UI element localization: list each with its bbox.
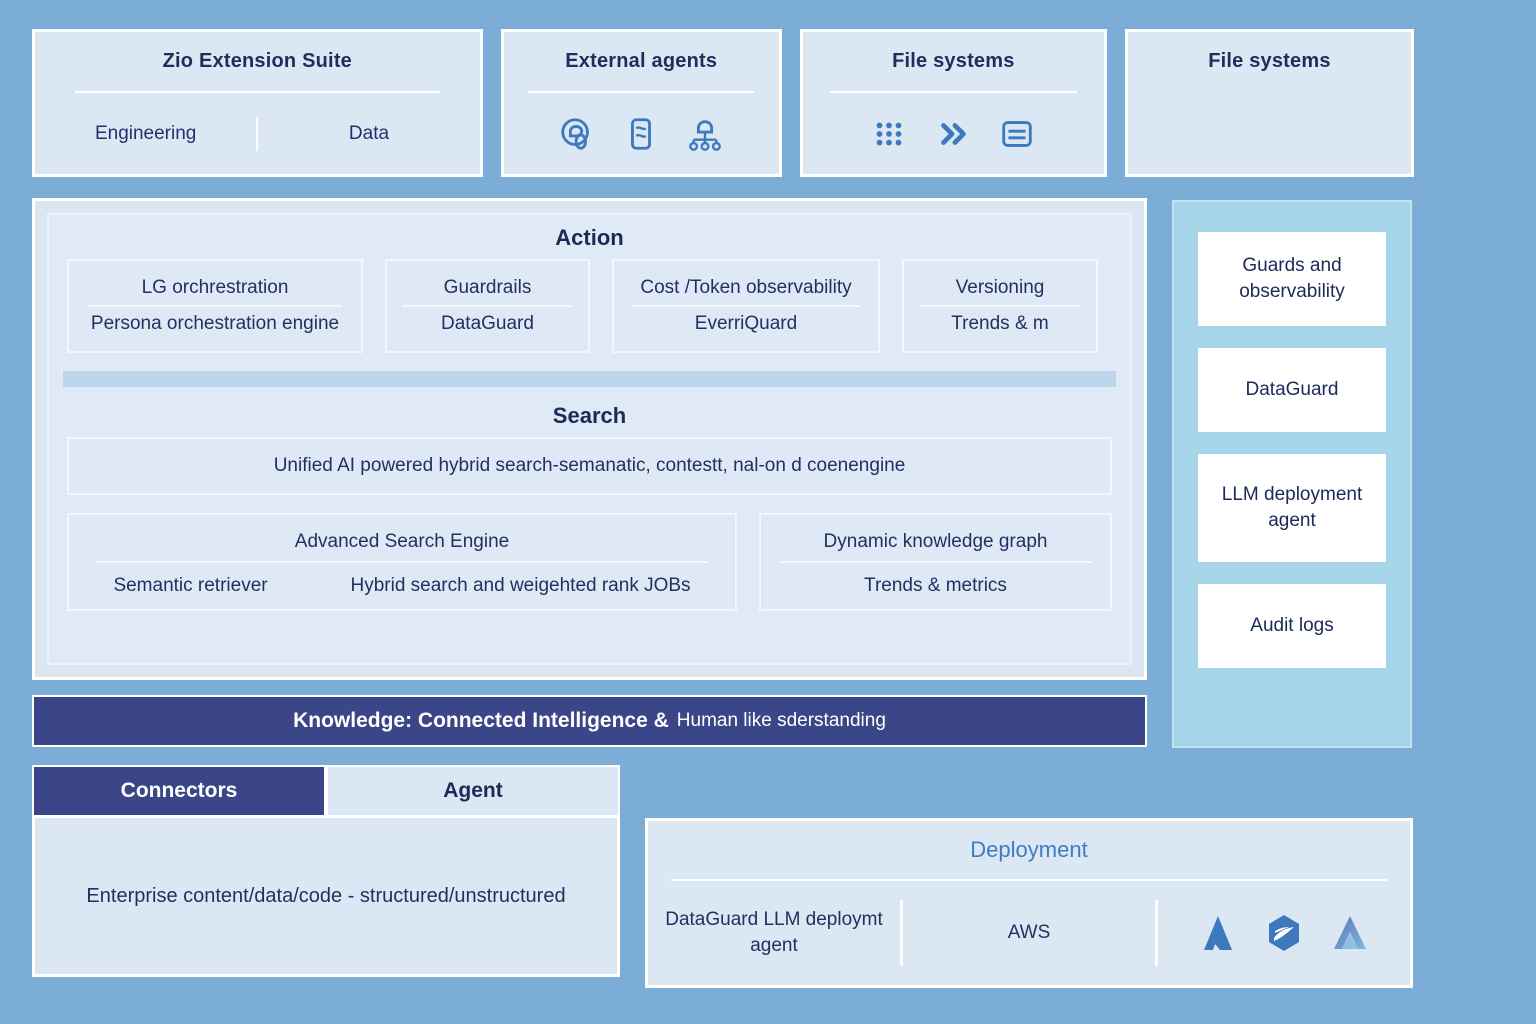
list-card-icon [1002,120,1033,147]
top-card-title: External agents [565,50,718,72]
hierarchy-nodes-icon [689,119,722,151]
action-card-versioning[interactable]: Versioning Trends & m [902,259,1098,353]
search-cards: Advanced Search Engine Semantic retrieve… [67,513,1112,611]
action-section-title: Action [555,225,624,250]
governance-rail: Guards and observability DataGuard LLM d… [1172,200,1412,748]
platform-core-block: Action LG orchrestration Persona orchest… [32,198,1147,680]
top-card-file-systems-2[interactable]: File systems [1124,29,1414,177]
top-card-title: File systems [1208,50,1331,72]
card-top-label: Cost /Token observability [640,277,852,298]
knowledge-bar: Knowledge: Connected Intelligence & Huma… [32,695,1147,747]
unified-search-banner[interactable]: Unified AI powered hybrid search-semanat… [67,437,1112,495]
rail-card-dataguard[interactable]: DataGuard [1198,348,1386,432]
action-card-guardrails[interactable]: Guardrails DataGuard [385,259,590,353]
divider [670,879,1388,881]
deployment-cell-dataguard: DataGuard LLM deploymt agent [665,909,883,956]
card-bottom-label: Trends & m [951,313,1049,334]
dot-grid-icon [876,122,902,145]
top-card-zio-extension-suite[interactable]: Zio Extension Suite Engineering Data [32,29,483,177]
vertical-divider [256,116,259,151]
deployment-panel: Deployment DataGuard LLM deploymt agent … [645,818,1413,988]
card-item: Trends & metrics [864,575,1007,596]
deployment-row: DataGuard LLM deploymt agent AWS [648,881,1410,985]
divider [528,91,755,93]
card-top-label: Guardrails [443,277,532,298]
tab-agent[interactable]: Agent [326,765,620,815]
label-data: Data [348,122,390,144]
top-card-body: Engineering Data [35,93,480,174]
card-items: Trends & metrics [769,563,1102,597]
connectors-body: Enterprise content/data/code - structure… [32,815,620,977]
card-bottom-label: EverriQuard [694,313,798,334]
deployment-logos [1158,911,1410,955]
vertical-divider [900,900,903,966]
card-item: Hybrid search and weigehted rank JOBs [350,575,691,596]
top-card-title: File systems [892,50,1015,72]
label-engineering: Engineering [94,122,197,144]
rail-card-guards-observability[interactable]: Guards and observability [1198,232,1386,326]
gradient-a-logo [1334,916,1366,949]
action-cards: LG orchrestration Persona orchestration … [49,259,1130,367]
action-card-orchestration[interactable]: LG orchrestration Persona orchestration … [67,259,363,353]
divider [829,91,1077,93]
card-bottom-label: DataGuard [441,313,534,334]
top-card-title: Zio Extension Suite [162,50,353,72]
deployment-cell-aws: AWS [1007,922,1051,944]
tab-connectors[interactable]: Connectors [32,765,326,815]
divider [88,305,342,307]
divider [75,91,440,93]
rail-card-llm-deployment-agent[interactable]: LLM deployment agent [1198,454,1386,562]
rail-card-audit-logs[interactable]: Audit logs [1198,584,1386,668]
divider [919,305,1081,307]
connectors-tabs: Connectors Agent [32,765,620,815]
connectors-block: Connectors Agent Enterprise content/data… [32,765,620,977]
top-card-file-systems[interactable]: File systems [799,29,1107,177]
card-bottom-label: Persona orchestration engine [90,313,340,334]
card-top-label: LG orchrestration [141,277,289,298]
search-section: Unified AI powered hybrid search-semanat… [49,437,1130,627]
platform-core-inner: Action LG orchrestration Persona orchest… [47,213,1132,665]
card-title: Advanced Search Engine [294,531,510,552]
card-items: Semantic retriever Hybrid search and wei… [77,563,727,597]
top-card-external-agents[interactable]: External agents [500,29,782,177]
action-card-observability[interactable]: Cost /Token observability EverriQuard [612,259,880,353]
search-card-advanced-engine[interactable]: Advanced Search Engine Semantic retrieve… [67,513,737,611]
azure-a-logo [1204,916,1232,950]
search-card-knowledge-graph[interactable]: Dynamic knowledge graph Trends & metrics [759,513,1112,611]
deployment-title: Deployment [970,837,1088,862]
top-row: Zio Extension Suite Engineering Data Ext… [32,29,1414,177]
knowledge-bar-light-text: Human like sderstanding [676,710,886,731]
robot-head-icon [561,117,590,150]
file-systems-icons [870,93,1036,174]
double-chevron-icon [941,122,967,145]
vertical-divider [1155,900,1158,966]
knowledge-bar-strong-text: Knowledge: Connected Intelligence & [293,709,669,732]
hexagon-swoosh-logo [1269,915,1299,951]
section-separator-band [63,371,1116,387]
external-agents-icons [558,93,724,174]
card-top-label: Versioning [955,277,1045,298]
card-item: Semantic retriever [113,575,268,596]
divider [631,305,861,307]
divider [96,561,708,563]
search-section-title: Search [552,403,627,428]
divider [778,561,1092,563]
divider [402,305,573,307]
card-title: Dynamic knowledge graph [823,531,1048,552]
device-loop-icon [631,117,652,150]
